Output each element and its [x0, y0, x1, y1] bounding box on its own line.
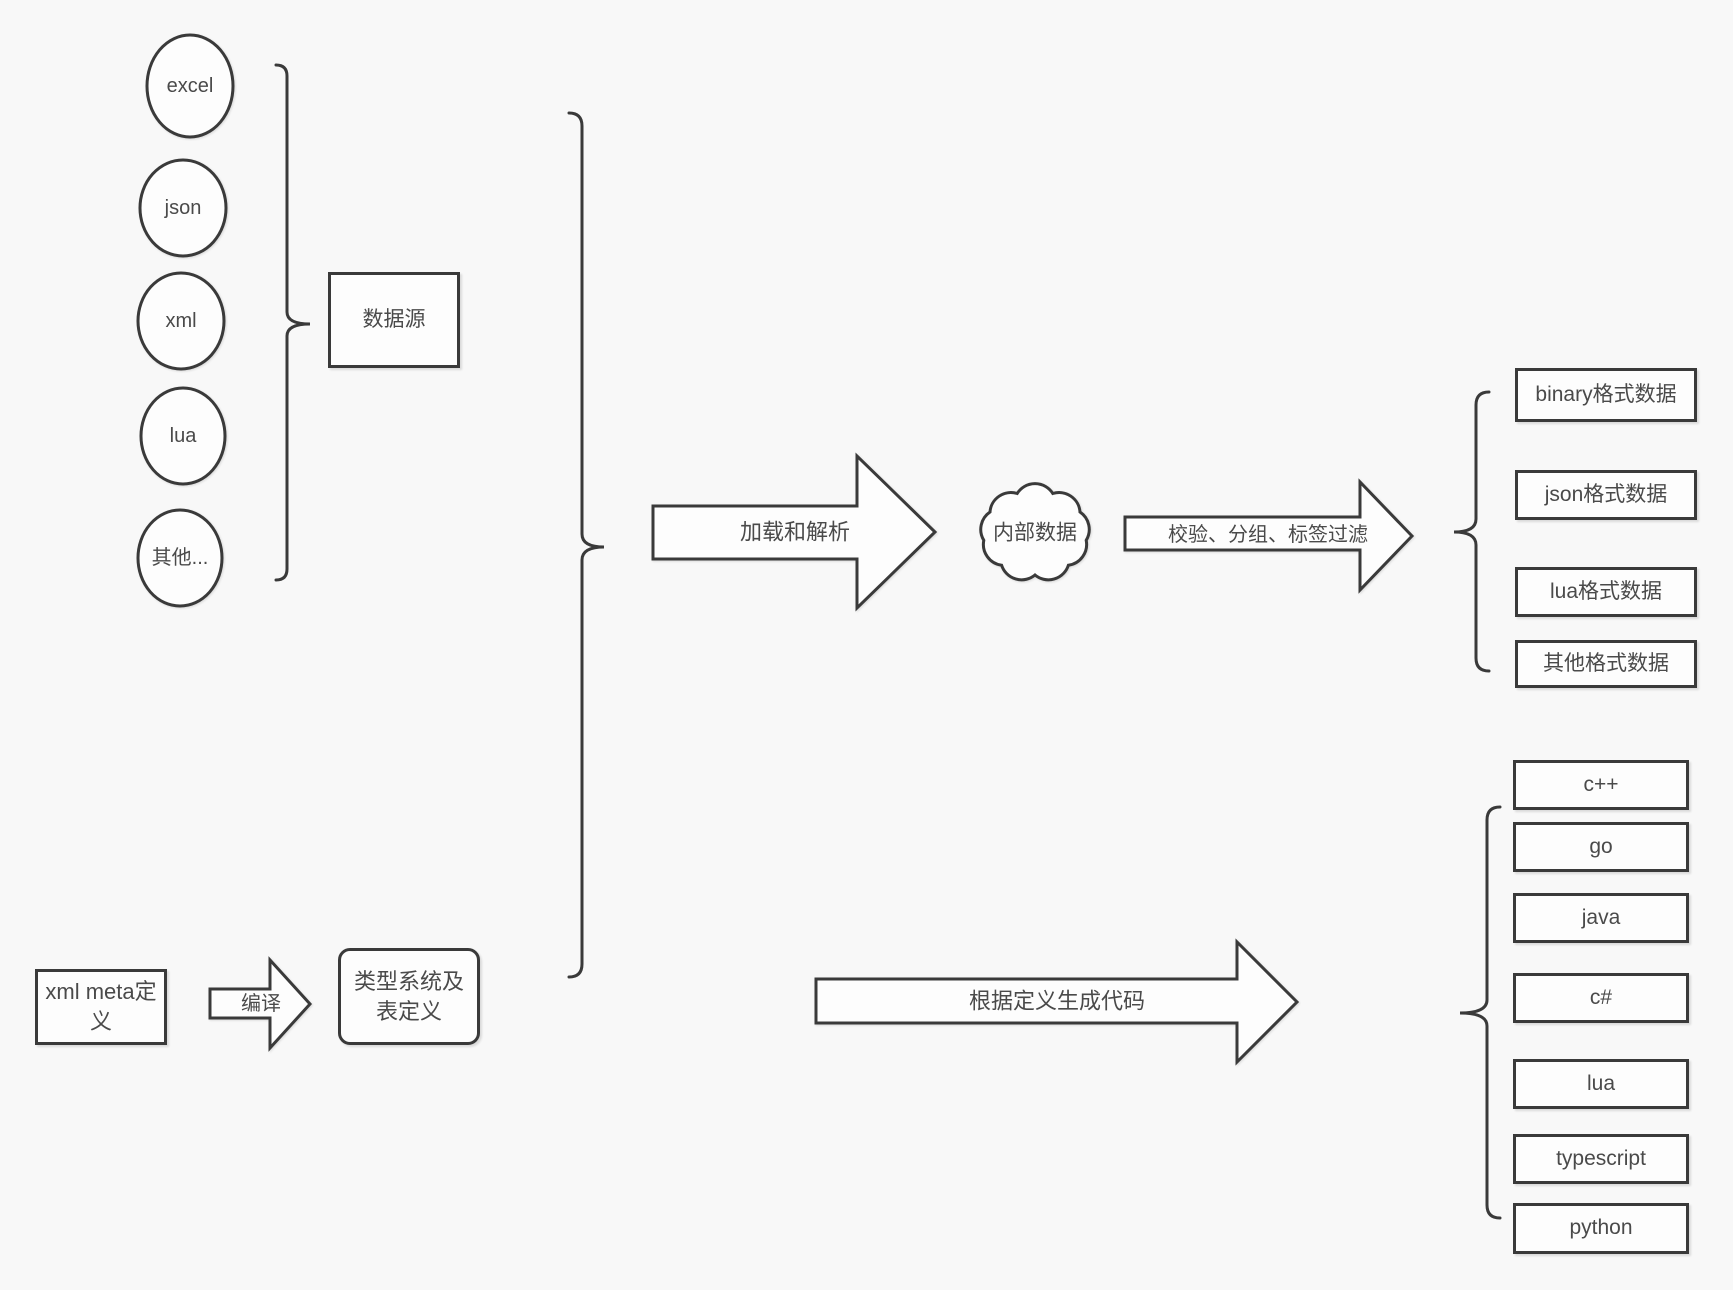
source-ellipse-xml	[136, 271, 226, 371]
compile-arrow	[208, 956, 313, 1052]
type-system-box: 类型系统及表定义	[338, 948, 480, 1045]
type-system-label: 类型系统及表定义	[353, 968, 464, 1024]
source-label-xml: xml	[165, 310, 197, 332]
language-label-java: java	[1581, 905, 1621, 929]
language-box-typescript: typescript	[1513, 1134, 1689, 1184]
generate-code-arrow	[814, 938, 1300, 1066]
format-label-other: 其他格式数据	[1543, 651, 1669, 675]
format-box-binary: binary格式数据	[1515, 368, 1697, 422]
source-label-lua: lua	[169, 425, 197, 447]
xml-meta-label: xml meta定义	[45, 979, 157, 1034]
language-label-csharp: c#	[1589, 985, 1613, 1009]
internal-data-cloud	[979, 482, 1091, 582]
filter-arrow-label: 校验、分组、标签过滤	[1168, 524, 1368, 546]
xml-meta-box: xml meta定义	[35, 969, 167, 1045]
formats-group-brace	[1453, 390, 1491, 673]
source-ellipse-other	[136, 508, 224, 608]
language-label-typescript: typescript	[1556, 1146, 1646, 1170]
filter-arrow	[1123, 478, 1415, 594]
datasource-group-label: 数据源	[362, 307, 426, 331]
load-parse-arrow-label: 加载和解析	[739, 519, 851, 545]
languages-group-brace	[1459, 805, 1502, 1220]
source-label-other: 其他...	[151, 547, 209, 569]
language-label-lua: lua	[1586, 1071, 1616, 1095]
language-box-go: go	[1513, 822, 1689, 872]
sources-group-brace	[274, 63, 311, 582]
compile-arrow-label: 编译	[241, 993, 281, 1015]
language-box-python: python	[1513, 1203, 1689, 1254]
internal-data-cloud-label: 内部数据	[993, 521, 1077, 545]
language-box-cpp: c++	[1513, 760, 1689, 810]
language-box-lua: lua	[1513, 1059, 1689, 1109]
format-box-lua: lua格式数据	[1515, 567, 1697, 617]
format-label-json: json格式数据	[1544, 482, 1668, 506]
language-label-python: python	[1569, 1216, 1633, 1240]
format-label-binary: binary格式数据	[1535, 382, 1677, 406]
language-label-cpp: c++	[1583, 772, 1619, 796]
format-box-json: json格式数据	[1515, 470, 1697, 520]
language-box-csharp: c#	[1513, 973, 1689, 1023]
source-label-json: json	[164, 197, 202, 219]
combined-input-brace	[567, 111, 605, 979]
source-ellipse-excel	[145, 33, 235, 139]
source-ellipse-lua	[139, 386, 227, 486]
generate-code-arrow-label: 根据定义生成代码	[968, 988, 1146, 1014]
format-box-other: 其他格式数据	[1515, 640, 1697, 688]
format-label-lua: lua格式数据	[1549, 579, 1663, 603]
language-box-java: java	[1513, 893, 1689, 943]
datasource-group-box: 数据源	[328, 272, 460, 368]
language-label-go: go	[1589, 834, 1613, 858]
source-label-excel: excel	[166, 75, 214, 97]
load-parse-arrow	[651, 452, 938, 612]
source-ellipse-json	[138, 158, 228, 258]
